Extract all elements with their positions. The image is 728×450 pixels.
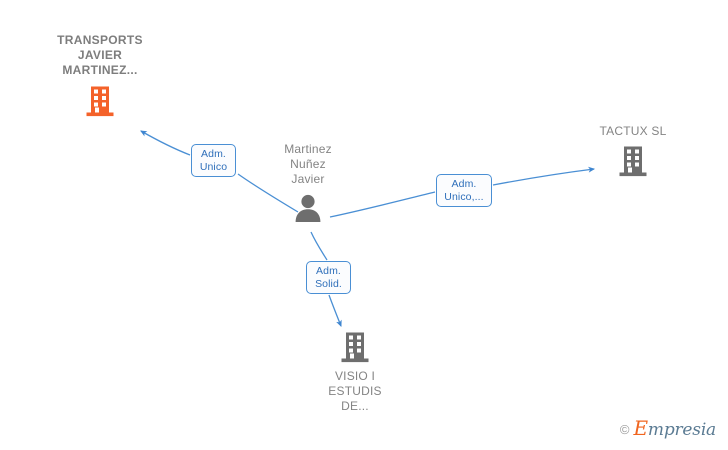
- building-icon[interactable]: [300, 330, 410, 364]
- brand-rest: mpresia: [647, 420, 716, 440]
- edge-label-adm-solid[interactable]: Adm. Solid.: [306, 261, 351, 294]
- node-label-tactux: TACTUX SL: [599, 124, 667, 138]
- edge-line-person-to-unico-label: [237, 173, 299, 213]
- edge-label-adm-unico-varios[interactable]: Adm. Unico,...: [436, 174, 492, 207]
- edge-line-solid-label-to-visio: [328, 294, 342, 328]
- building-icon[interactable]: [578, 144, 688, 178]
- edge-line-unico-varios-label-to-tactux: [492, 166, 596, 186]
- brand-initial: E: [633, 416, 649, 440]
- node-transports-javier-martinez[interactable]: TRANSPORTS JAVIER MARTINEZ...: [38, 33, 162, 118]
- node-visio-i-estudis-de[interactable]: VISIO I ESTUDIS DE...: [300, 330, 410, 414]
- person-icon[interactable]: [255, 193, 361, 223]
- edge-line-unico-label-to-transports: [140, 130, 191, 156]
- node-label-transports: TRANSPORTS JAVIER MARTINEZ...: [57, 33, 143, 77]
- copyright-icon: ©: [619, 422, 630, 437]
- node-label-person: Martinez Nuñez Javier: [284, 142, 332, 186]
- building-icon[interactable]: [38, 84, 162, 118]
- empresia-watermark: © Empresia: [619, 418, 717, 440]
- edge-label-adm-unico[interactable]: Adm. Unico: [191, 144, 236, 177]
- node-label-visio: VISIO I ESTUDIS DE...: [328, 369, 382, 413]
- node-tactux-sl[interactable]: TACTUX SL: [578, 124, 688, 178]
- edge-line-person-to-unico-varios-label: [329, 191, 436, 218]
- node-martinez-nunez-javier[interactable]: Martinez Nuñez Javier: [255, 142, 361, 223]
- edge-line-person-to-solid-label: [310, 231, 328, 261]
- brand-logo: Empresia: [634, 418, 717, 440]
